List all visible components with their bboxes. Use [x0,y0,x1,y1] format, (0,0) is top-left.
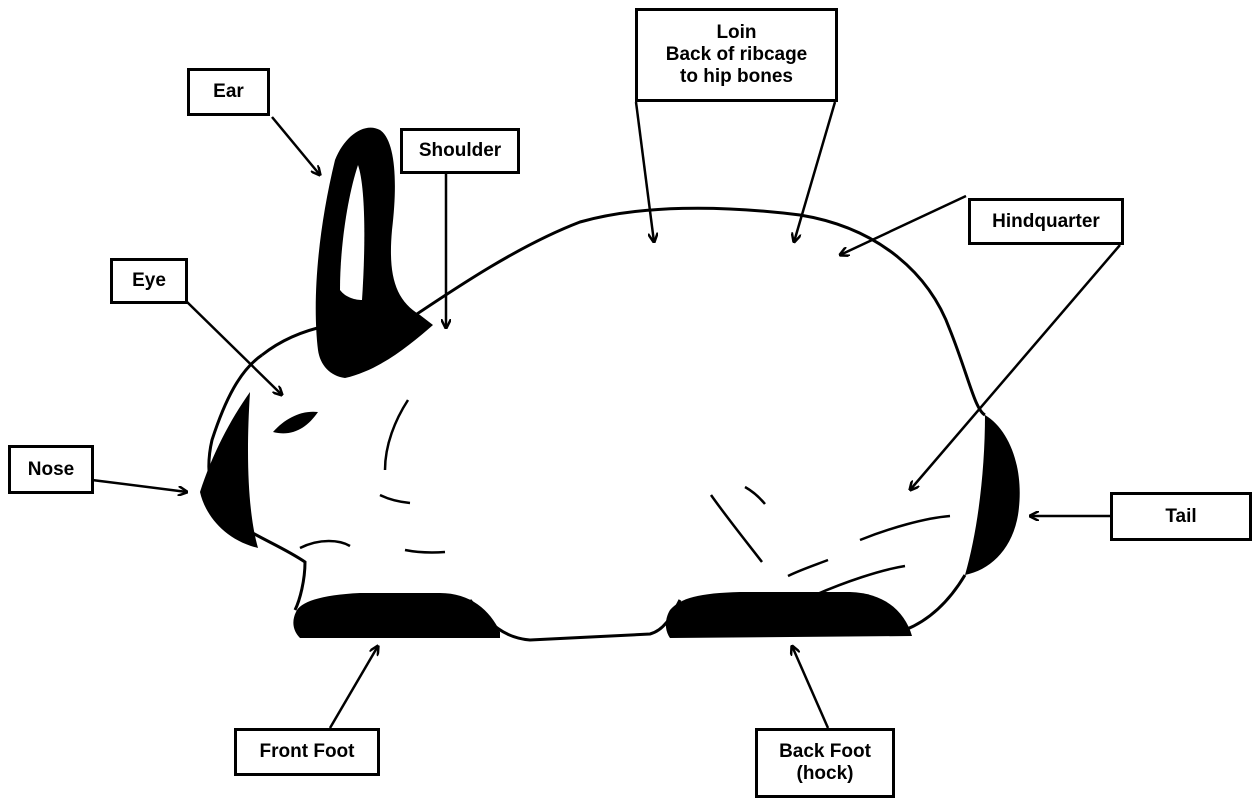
label-front-foot: Front Foot [234,728,380,776]
label-back-foot-line-2: (hock) [797,763,854,785]
label-loin-line-1: Loin [716,22,756,44]
label-ear-text: Ear [213,81,244,103]
label-tail: Tail [1110,492,1252,541]
eye-shape [273,412,318,434]
rear-outline [905,575,965,630]
nose-patch [200,392,258,548]
label-back-foot: Back Foot (hock) [755,728,895,798]
arrow-front-foot [330,646,378,728]
arrow-ear [272,117,320,175]
label-nose-text: Nose [28,459,74,481]
label-eye: Eye [110,258,188,304]
tail-shape [965,415,1020,575]
arrow-back-foot [792,646,828,728]
arrow-hindquarter-low [910,245,1120,490]
label-loin: Loin Back of ribcage to hip bones [635,8,838,102]
label-hindquarter: Hindquarter [968,198,1124,245]
label-shoulder-text: Shoulder [419,140,501,162]
arrow-loin-left [636,102,654,242]
label-loin-line-2: Back of ribcage [666,44,808,66]
arrow-hindquarter-top [840,196,966,255]
fur-details [300,400,950,595]
label-back-foot-line-1: Back Foot [779,741,871,763]
label-hindquarter-text: Hindquarter [992,211,1100,233]
rabbit-body [200,128,1020,640]
label-shoulder: Shoulder [400,128,520,174]
label-nose: Nose [8,445,94,494]
label-ear: Ear [187,68,270,116]
front-foot-shape [293,593,500,638]
arrow-nose [92,480,187,492]
back-foot-shape [666,592,912,638]
label-eye-text: Eye [132,270,166,292]
label-tail-text: Tail [1165,506,1196,528]
label-loin-line-3: to hip bones [680,66,793,88]
label-front-foot-text: Front Foot [260,741,355,763]
arrow-eye [185,300,282,395]
belly-line [470,600,680,640]
